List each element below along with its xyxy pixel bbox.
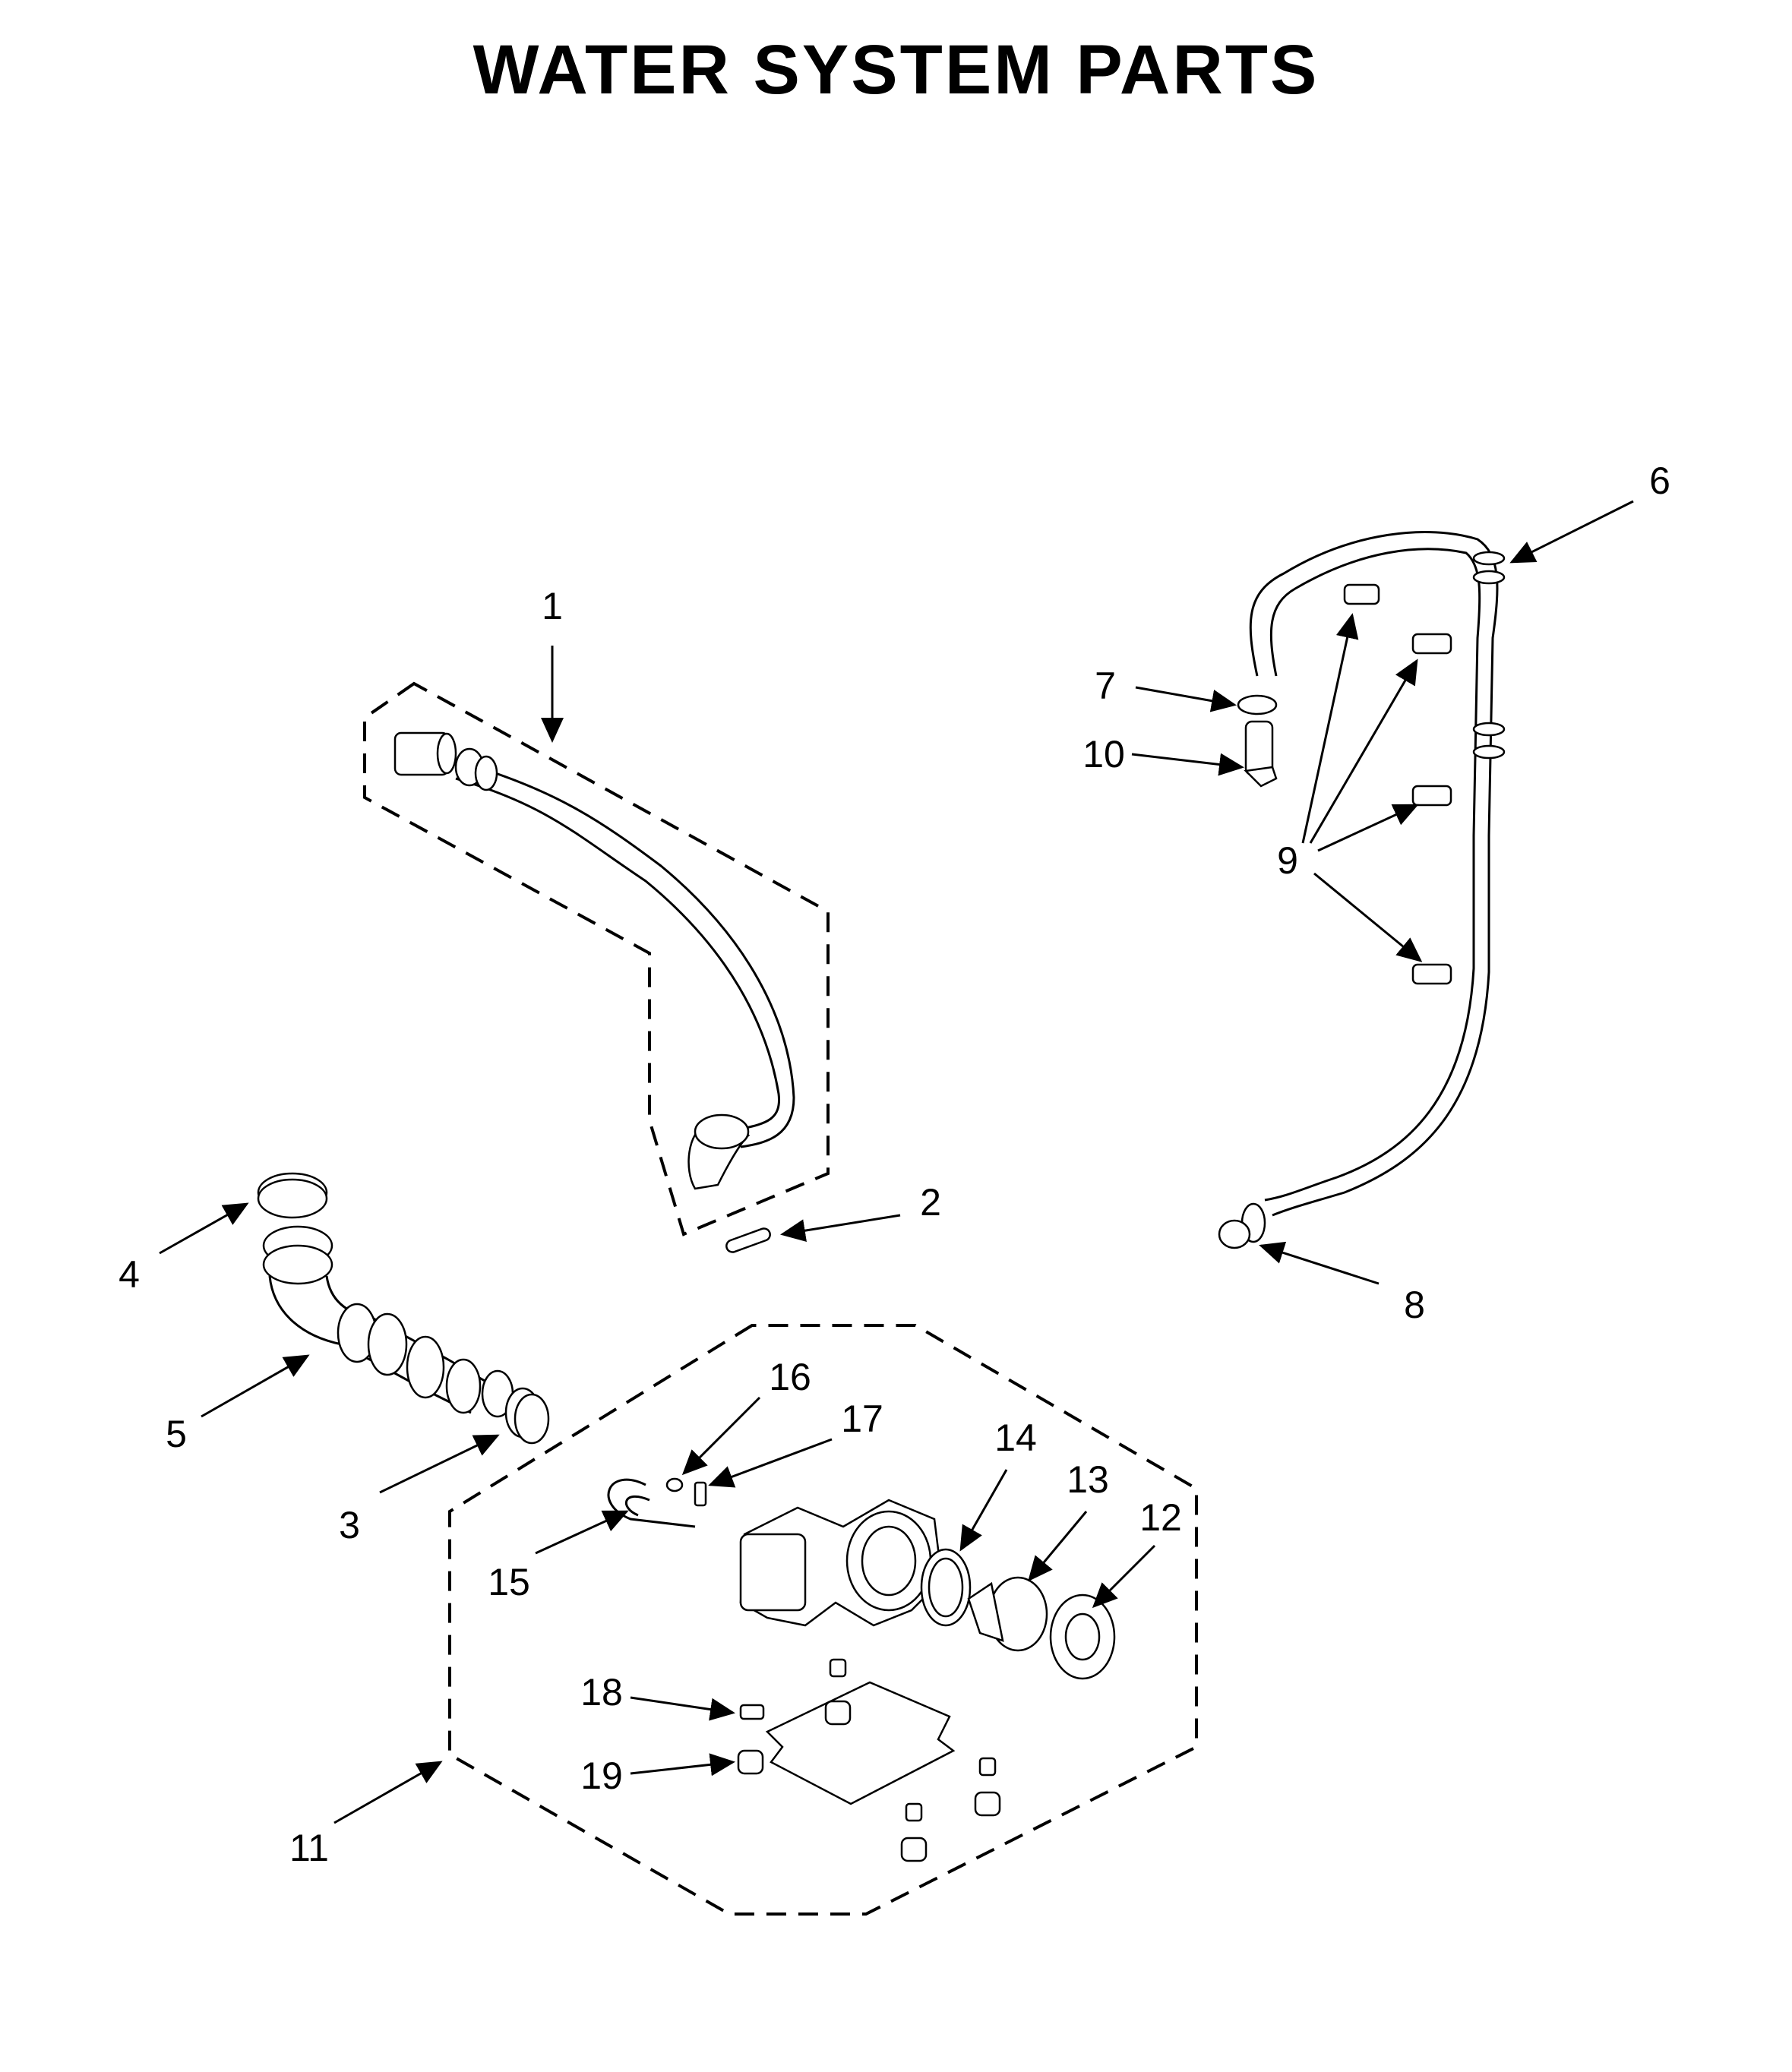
callout-17: 17 bbox=[841, 1398, 883, 1440]
hose-clips bbox=[1343, 583, 1452, 985]
fill-nozzle bbox=[1237, 694, 1278, 788]
clamp-8 bbox=[1218, 1219, 1251, 1249]
callout-3: 3 bbox=[339, 1504, 360, 1546]
callout-15: 15 bbox=[488, 1561, 530, 1603]
drain-hose bbox=[455, 777, 781, 1133]
callout-13: 13 bbox=[1067, 1458, 1109, 1501]
callout-19: 19 bbox=[580, 1755, 623, 1797]
sump-hose-assembly bbox=[257, 1172, 550, 1445]
mounting-bracket bbox=[765, 1681, 956, 1805]
screw-18 bbox=[739, 1704, 765, 1720]
callout-11: 11 bbox=[289, 1827, 329, 1869]
page-title: WATER SYSTEM PARTS bbox=[472, 31, 1320, 109]
callout-5: 5 bbox=[166, 1413, 187, 1455]
callout-10: 10 bbox=[1082, 733, 1125, 775]
callout-2: 2 bbox=[920, 1181, 941, 1224]
callout-9: 9 bbox=[1277, 839, 1298, 882]
pump-assembly bbox=[448, 1324, 1198, 1916]
group-outline-11 bbox=[448, 1324, 1198, 1916]
callout-16: 16 bbox=[769, 1356, 811, 1398]
clamp-7 bbox=[1237, 694, 1278, 715]
leader-lines bbox=[159, 500, 1634, 1824]
callout-4: 4 bbox=[119, 1253, 140, 1296]
callout-18: 18 bbox=[580, 1671, 623, 1714]
callout-7: 7 bbox=[1095, 665, 1116, 707]
callout-12: 12 bbox=[1139, 1496, 1182, 1539]
callout-8: 8 bbox=[1404, 1284, 1425, 1326]
callout-1: 1 bbox=[542, 585, 563, 627]
pin bbox=[725, 1227, 771, 1253]
callout-14: 14 bbox=[994, 1417, 1037, 1459]
drain-hose-assembly bbox=[363, 681, 830, 1237]
callout-labels: 1 2 3 4 5 6 7 8 9 10 11 12 13 14 15 16 1… bbox=[119, 460, 1670, 1869]
grommet-19 bbox=[737, 1749, 764, 1775]
callout-6: 6 bbox=[1649, 460, 1670, 502]
fill-hose bbox=[1218, 531, 1506, 1249]
